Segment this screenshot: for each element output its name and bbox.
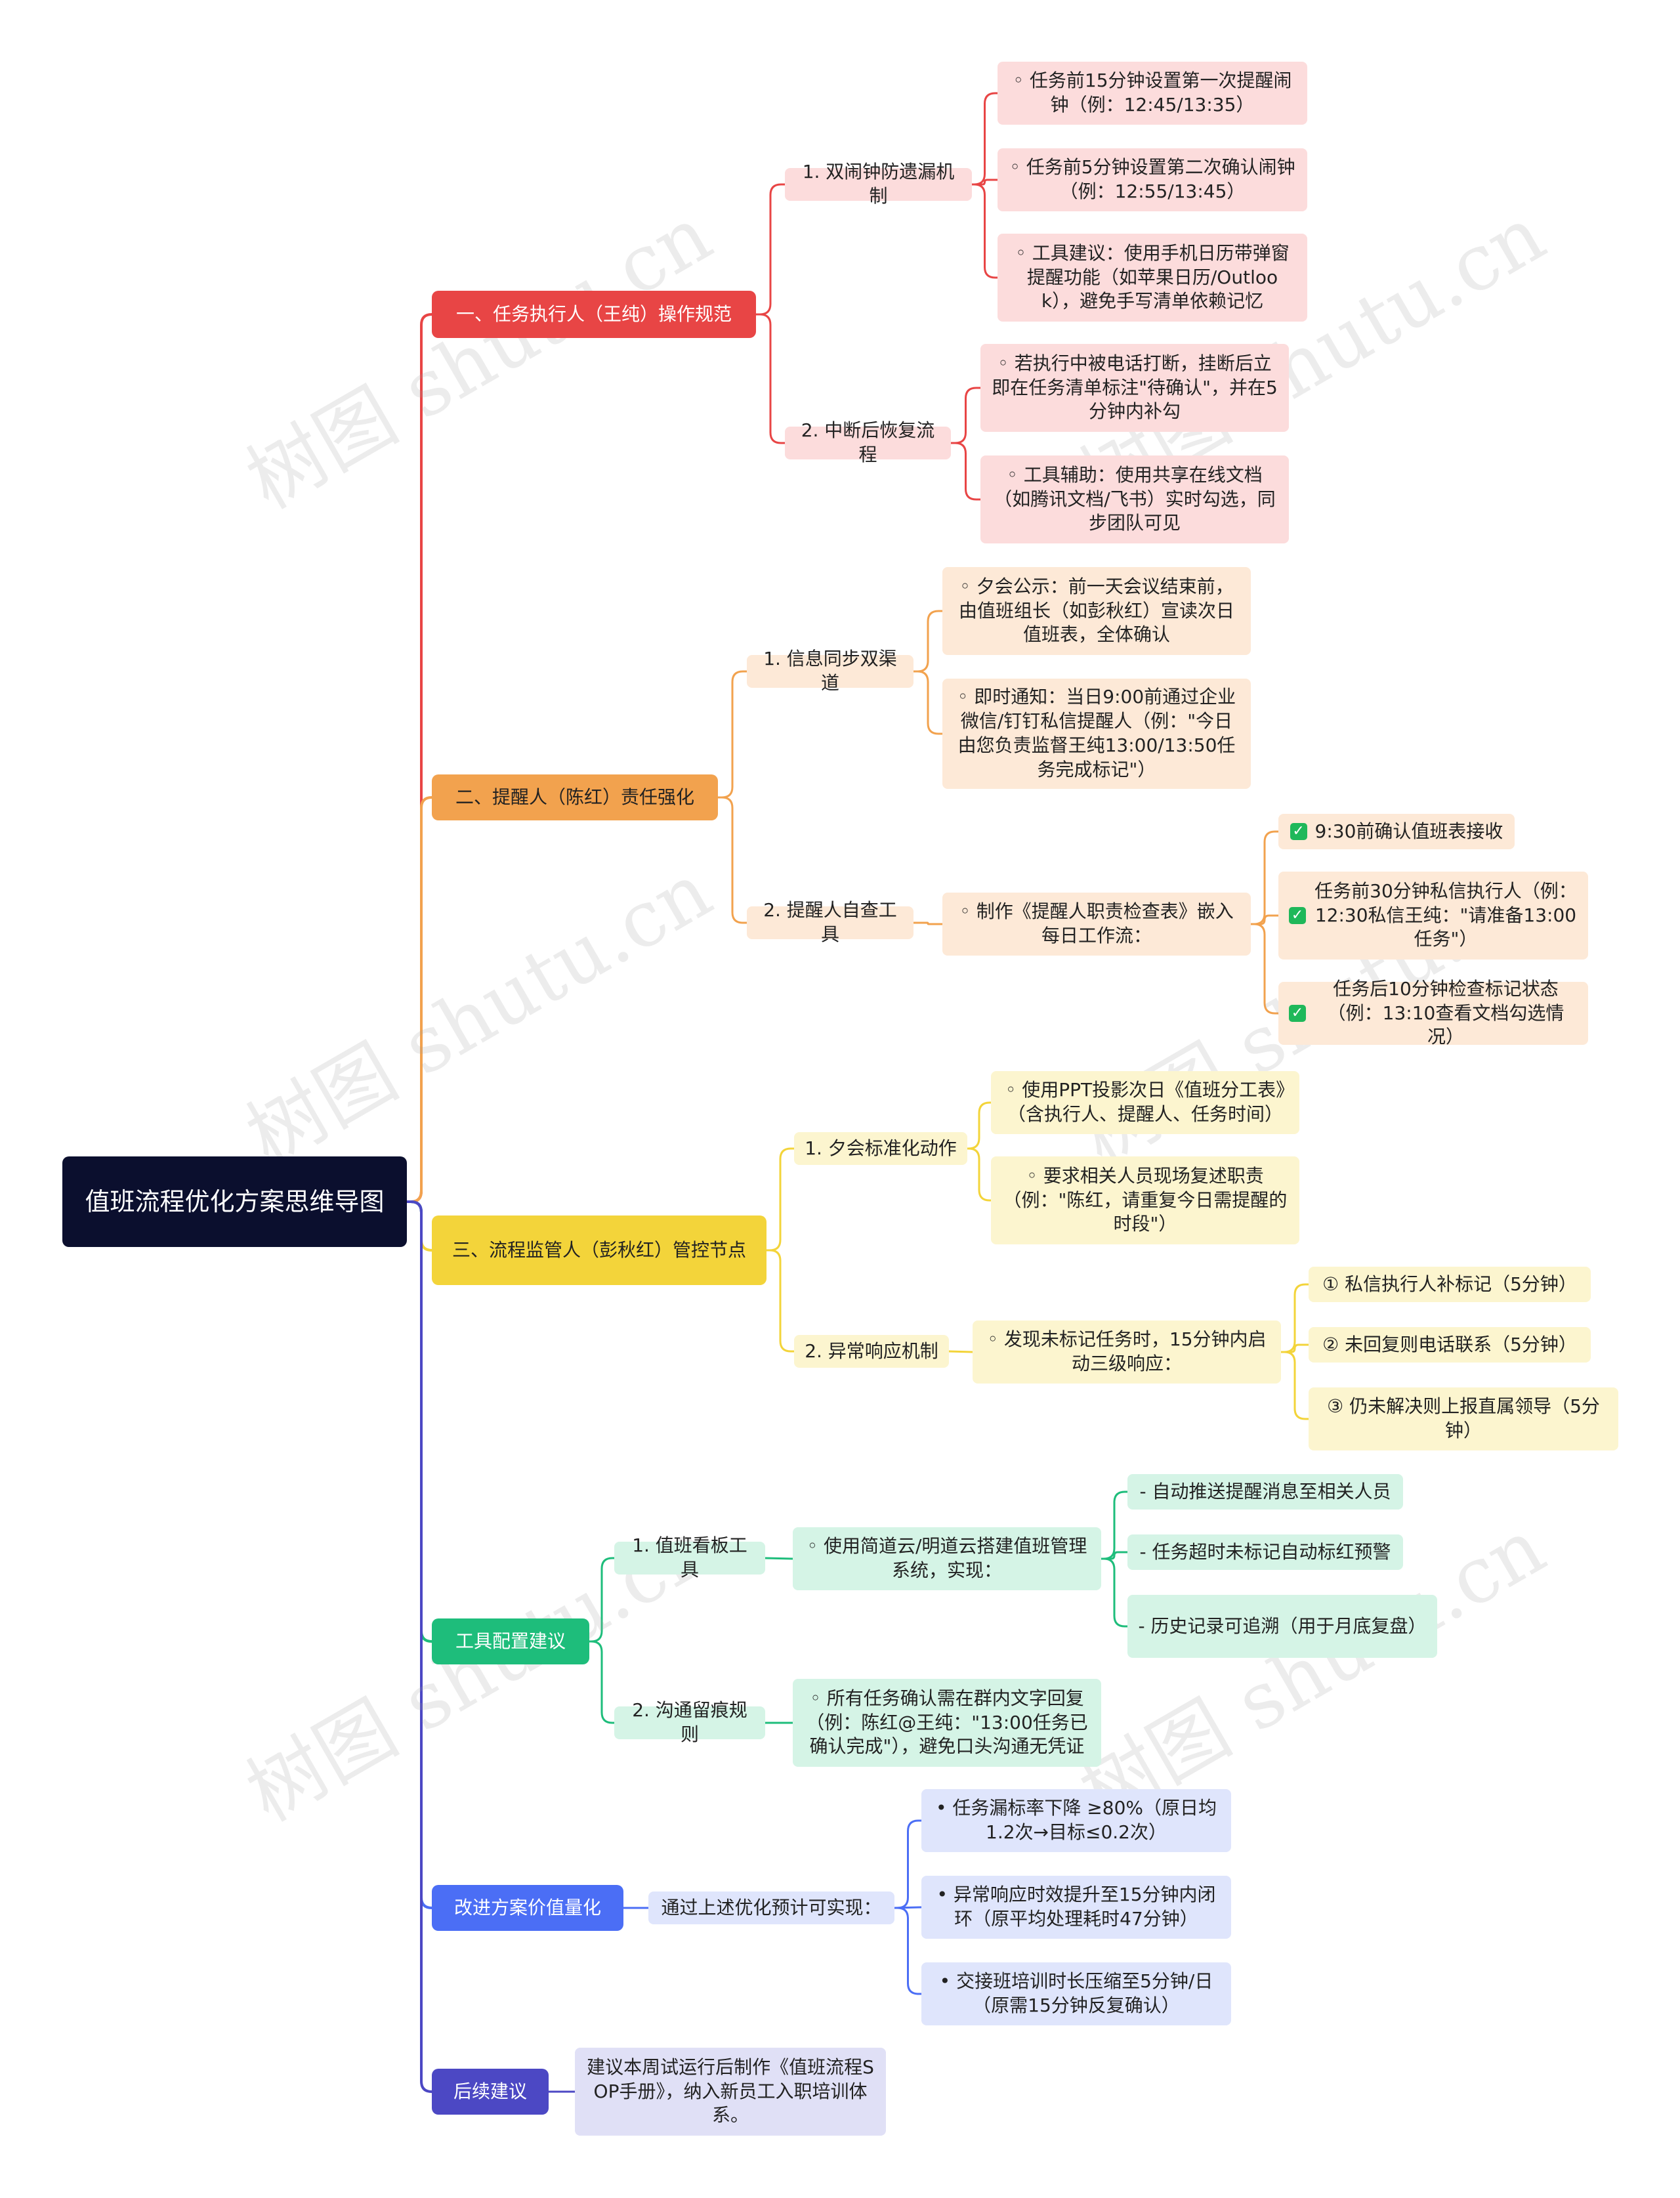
sub-exception-response[interactable]: 2. 异常响应机制 bbox=[794, 1335, 949, 1368]
leaf-ppt-projection: ◦ 使用PPT投影次日《值班分工表》（含执行人、提醒人、任务时间） bbox=[991, 1071, 1299, 1134]
sub-communication-trace[interactable]: 2. 沟通留痕规则 bbox=[614, 1699, 765, 1745]
connector-line bbox=[1251, 914, 1278, 925]
connector-line bbox=[967, 1147, 991, 1202]
branch-tool-config[interactable]: 工具配置建议 bbox=[432, 1618, 589, 1664]
connector-line bbox=[1281, 1343, 1309, 1353]
connector-line bbox=[765, 1557, 793, 1560]
check-item-text: 任务前30分钟私信执行人（例：12:30私信王纯："请准备13:00任务"） bbox=[1314, 879, 1577, 950]
response-step-3: ③ 仍未解决则上报直属领导（5分钟） bbox=[1309, 1387, 1618, 1450]
connector-line bbox=[756, 183, 785, 316]
connector-line bbox=[1251, 923, 1278, 1015]
response-step-2: ② 未回复则电话联系（5分钟） bbox=[1309, 1327, 1591, 1363]
connector-line bbox=[407, 1200, 432, 2093]
value-training-time: • 交接班培训时长压缩至5分钟/日（原需15分钟反复确认） bbox=[921, 1962, 1231, 2025]
root-topic[interactable]: 值班流程优化方案思维导图 bbox=[62, 1156, 407, 1247]
leaf-instant-notice: ◦ 即时通知：当日9:00前通过企业微信/钉钉私信提醒人（例："今日由您负责监督… bbox=[942, 679, 1251, 789]
sub-self-check-tool[interactable]: 2. 提醒人自查工具 bbox=[747, 899, 914, 945]
board-feature-overdue-alert: - 任务超时未标记自动标红预警 bbox=[1127, 1534, 1403, 1570]
leaf-first-alarm: ◦ 任务前15分钟设置第一次提醒闹钟（例：12:45/13:35） bbox=[998, 62, 1307, 125]
leaf-second-alarm: ◦ 任务前5分钟设置第二次确认闹钟（例：12:55/13:45） bbox=[998, 148, 1307, 211]
connector-line bbox=[589, 1640, 614, 1724]
check-item-text: 任务后10分钟检查标记状态（例：13:10查看文档勾选情况） bbox=[1327, 977, 1564, 1048]
checkbox-checked-icon: ✓ bbox=[1289, 1005, 1306, 1022]
board-feature-history: - 历史记录可追溯（用于月底复盘） bbox=[1127, 1595, 1437, 1658]
response-step-1: ① 私信执行人补标记（5分钟） bbox=[1309, 1267, 1591, 1302]
leaf-shared-doc: ◦ 工具辅助：使用共享在线文档（如腾讯文档/飞书）实时勾选，同步团队可见 bbox=[980, 455, 1289, 543]
connector-line bbox=[951, 387, 980, 444]
connector-line bbox=[972, 179, 998, 186]
connector-line bbox=[972, 183, 998, 279]
value-miss-rate: • 任务漏标率下降 ≥80%（原日均1.2次→目标≤0.2次） bbox=[921, 1789, 1231, 1852]
value-description: 通过上述优化预计可实现： bbox=[648, 1892, 894, 1924]
response-description: ◦ 发现未标记任务时，15分钟内启动三级响应： bbox=[973, 1321, 1281, 1384]
leaf-evening-meeting: ◦ 夕会公示：前一天会议结束前，由值班组长（如彭秋红）宣读次日值班表，全体确认 bbox=[942, 567, 1251, 655]
check-item-private-message[interactable]: ✓ 任务前30分钟私信执行人（例：12:30私信王纯："请准备13:00任务"） bbox=[1278, 872, 1588, 960]
sub-evening-standard[interactable]: 1. 夕会标准化动作 bbox=[794, 1132, 967, 1165]
checkbox-checked-icon: ✓ bbox=[1290, 823, 1307, 840]
watermark: 树图 shutu.cn bbox=[232, 188, 726, 526]
connector-line bbox=[948, 1350, 973, 1353]
leaf-phone-interrupt: ◦ 若执行中被电话打断，挂断后立即在任务清单标注"待确认"，并在5分钟内补勾 bbox=[980, 344, 1289, 432]
connector-line bbox=[914, 921, 942, 925]
connector-line bbox=[766, 1147, 794, 1252]
check-item-text: 9:30前确认值班表接收 bbox=[1314, 820, 1503, 842]
connector-line bbox=[756, 313, 785, 444]
checklist-description: ◦ 制作《提醒人职责检查表》嵌入每日工作流： bbox=[942, 893, 1251, 956]
branch-executor-rules[interactable]: 一、任务执行人（王纯）操作规范 bbox=[432, 291, 756, 338]
connector-line bbox=[967, 1101, 991, 1150]
check-item-confirm-schedule[interactable]: ✓ 9:30前确认值班表接收 bbox=[1278, 814, 1515, 849]
trace-rule-description: ◦ 所有任务确认需在群内文字回复（例：陈红@王纯："13:00任务已确认完成"）… bbox=[793, 1679, 1101, 1767]
branch-value-quantify[interactable]: 改进方案价值量化 bbox=[432, 1885, 623, 1931]
leaf-restate-duty: ◦ 要求相关人员现场复述职责（例："陈红，请重复今日需提醒的时段"） bbox=[991, 1156, 1299, 1244]
sub-dual-alarm[interactable]: 1. 双闹钟防遗漏机制 bbox=[785, 161, 972, 207]
connector-line bbox=[1101, 1557, 1127, 1628]
connector-line bbox=[766, 1249, 794, 1353]
checkbox-checked-icon: ✓ bbox=[1289, 906, 1306, 924]
value-response-time: • 异常响应时效提升至15分钟内闭环（原平均处理耗时47分钟） bbox=[921, 1876, 1231, 1939]
check-item-mark-status[interactable]: ✓ 任务后10分钟检查标记状态（例：13:10查看文档勾选情况） bbox=[1278, 978, 1588, 1047]
leaf-tool-suggestion: ◦ 工具建议：使用手机日历带弹窗提醒功能（如苹果日历/Outlook），避免手写… bbox=[998, 234, 1307, 322]
connector-line bbox=[1281, 1351, 1309, 1420]
branch-supervisor-control[interactable]: 三、流程监管人（彭秋红）管控节点 bbox=[432, 1215, 766, 1285]
branch-follow-up[interactable]: 后续建议 bbox=[432, 2069, 549, 2115]
watermark: 树图 shutu.cn bbox=[232, 845, 726, 1183]
connector-line bbox=[589, 1557, 614, 1643]
connector-line bbox=[1101, 1551, 1127, 1560]
connector-line bbox=[914, 610, 942, 673]
connector-line bbox=[718, 670, 747, 799]
follow-up-description: 建议本周试运行后制作《值班流程SOP手册》，纳入新员工入职培训体系。 bbox=[575, 2048, 886, 2136]
connector-line bbox=[894, 1907, 921, 1995]
connector-line bbox=[914, 670, 942, 735]
board-feature-auto-push: - 自动推送提醒消息至相关人员 bbox=[1127, 1474, 1403, 1510]
branch-reminder-duty[interactable]: 二、提醒人（陈红）责任强化 bbox=[432, 774, 718, 820]
sub-interrupt-recovery[interactable]: 2. 中断后恢复流程 bbox=[785, 419, 951, 465]
connector-line bbox=[951, 442, 980, 501]
connector-line bbox=[718, 796, 747, 924]
board-description: ◦ 使用简道云/明道云搭建值班管理系统，实现： bbox=[793, 1527, 1101, 1590]
sub-dual-channel[interactable]: 1. 信息同步双渠道 bbox=[747, 648, 914, 694]
sub-duty-board[interactable]: 1. 值班看板工具 bbox=[614, 1534, 765, 1580]
